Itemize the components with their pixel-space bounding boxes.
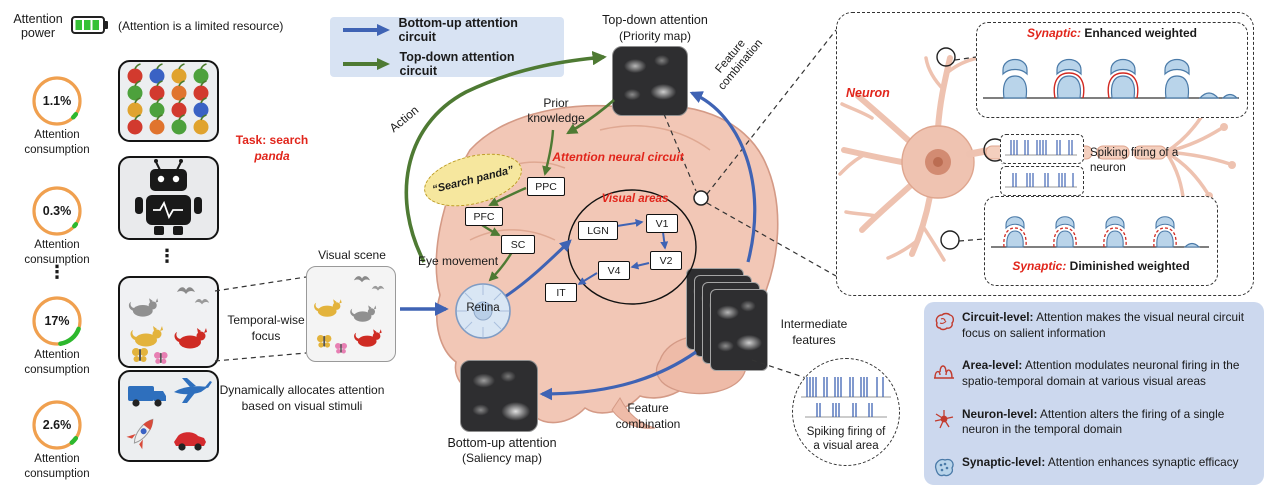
plane-icon bbox=[174, 378, 212, 403]
gauge-3: 17% Attention consumption bbox=[12, 294, 102, 378]
truck-icon bbox=[128, 386, 166, 407]
visual-scene-image bbox=[306, 266, 396, 362]
spike-box-1 bbox=[1000, 134, 1084, 164]
task-label: Task: search panda bbox=[235, 133, 309, 163]
retina-label: Retina bbox=[466, 302, 500, 314]
gauge-1: 1.1% Attention consumption bbox=[12, 74, 102, 158]
gauge-ring bbox=[31, 295, 83, 347]
region-box-v2: V2 bbox=[650, 251, 682, 270]
visual-scene-label: Visual scene bbox=[318, 248, 386, 262]
attention-neural-circuit-label: Attention neural circuit bbox=[552, 150, 684, 164]
neuron-illustration bbox=[838, 55, 1236, 262]
neuron-level-row: Neuron-level: Attention alters the firin… bbox=[932, 407, 1254, 438]
legend-bottom-up: Bottom-up attention circuit bbox=[340, 16, 554, 44]
region-box-it: IT bbox=[545, 283, 577, 302]
region-box-ppc: PPC bbox=[527, 177, 565, 196]
dynamic-allocation-note: Dynamically allocates attention based on… bbox=[219, 383, 385, 413]
spiking-visual-area-circle: Spiking firing of a visual area bbox=[792, 358, 900, 466]
neuron-label: Neuron bbox=[846, 86, 890, 100]
blue-arrow-icon bbox=[343, 24, 390, 36]
gauge-4: 2.6% Attention consumption bbox=[12, 398, 102, 482]
green-arrow-icon bbox=[343, 58, 390, 70]
enhanced-synapses-drawing bbox=[983, 58, 1239, 99]
diminished-synapses-drawing bbox=[991, 216, 1209, 248]
spike-train-visual-area bbox=[801, 377, 891, 418]
neuron-icon bbox=[934, 409, 954, 428]
battery-icon bbox=[70, 12, 114, 38]
gauge-2: 0.3% Attention consumption bbox=[12, 184, 102, 268]
eye-movement-label: Eye movement bbox=[418, 254, 499, 268]
battery-note: (Attention is a limited resource) bbox=[118, 19, 284, 33]
region-box-lgn: LGN bbox=[578, 221, 618, 240]
top-down-attention-label: Top-down attention (Priority map) bbox=[602, 13, 708, 43]
synaptic-diminished-box: Synaptic: Diminished weighted bbox=[984, 196, 1218, 286]
gauge-ring bbox=[31, 185, 83, 237]
circuit-level-row: Circuit-level: Attention makes the visua… bbox=[932, 310, 1254, 341]
spike-train-neuron-1 bbox=[1005, 140, 1077, 156]
saliency-map-image bbox=[460, 360, 538, 432]
intermediate-features-label: Intermediate features bbox=[780, 317, 848, 347]
robot-image bbox=[118, 156, 219, 240]
spiking-visual-area-label: Spiking firing of a visual area bbox=[806, 426, 886, 452]
rocket-icon bbox=[126, 418, 154, 450]
car-icon bbox=[174, 432, 206, 451]
attention-power-label: Attention power bbox=[13, 12, 63, 40]
intermediate-feature-map bbox=[710, 289, 768, 371]
spike-train-neuron-2 bbox=[1005, 173, 1077, 188]
synaptic-diminished-title: Synaptic: Diminished weighted bbox=[1012, 259, 1190, 273]
area-level-row: Area-level: Attention modulates neuronal… bbox=[932, 358, 1254, 389]
gauge-ring bbox=[31, 75, 83, 127]
apples-image bbox=[118, 60, 219, 142]
vehicles-image bbox=[118, 370, 219, 462]
gauge-ring bbox=[31, 399, 83, 451]
prior-knowledge-label: Prior knowledge bbox=[527, 96, 585, 125]
retina-illustration bbox=[455, 283, 511, 339]
animals-image bbox=[118, 276, 219, 368]
robot-icon bbox=[135, 159, 202, 235]
spike-box-2 bbox=[1000, 166, 1084, 196]
gauge-value: 17% bbox=[44, 314, 70, 328]
region-box-sc: SC bbox=[501, 235, 535, 254]
visual-areas-label: Visual areas bbox=[601, 193, 669, 205]
brain-icon bbox=[935, 312, 955, 331]
levels-summary-panel: Circuit-level: Attention makes the visua… bbox=[924, 302, 1264, 485]
temporal-focus-label: Temporal-wise focus bbox=[227, 313, 305, 343]
region-box-v1: V1 bbox=[646, 214, 678, 233]
synaptic-level-row: Synaptic-level: Attention enhances synap… bbox=[932, 455, 1254, 479]
priority-map-image bbox=[612, 46, 688, 116]
synaptic-enhanced-title: Synaptic: Enhanced weighted bbox=[1026, 26, 1198, 40]
synapse-icon bbox=[934, 458, 954, 477]
ellipsis-middle: ⋮ bbox=[158, 246, 176, 266]
region-box-pfc: PFC bbox=[465, 207, 503, 226]
spiking-neuron-label: Spiking firing of a neuron bbox=[1090, 147, 1179, 174]
ellipsis-left: ⋮ bbox=[48, 262, 66, 282]
gauge-value: 2.6% bbox=[42, 418, 72, 432]
cortex-folds-icon bbox=[934, 365, 954, 380]
gauge-value: 0.3% bbox=[42, 204, 72, 218]
bottom-up-attention-label: Bottom-up attention (Saliency map) bbox=[447, 436, 557, 465]
feature-combination-bottom-label: Feature combination bbox=[615, 401, 681, 431]
region-box-v4: V4 bbox=[598, 261, 630, 280]
synaptic-enhanced-box: Synaptic: Enhanced weighted bbox=[976, 22, 1248, 118]
gauge-value: 1.1% bbox=[42, 94, 72, 108]
